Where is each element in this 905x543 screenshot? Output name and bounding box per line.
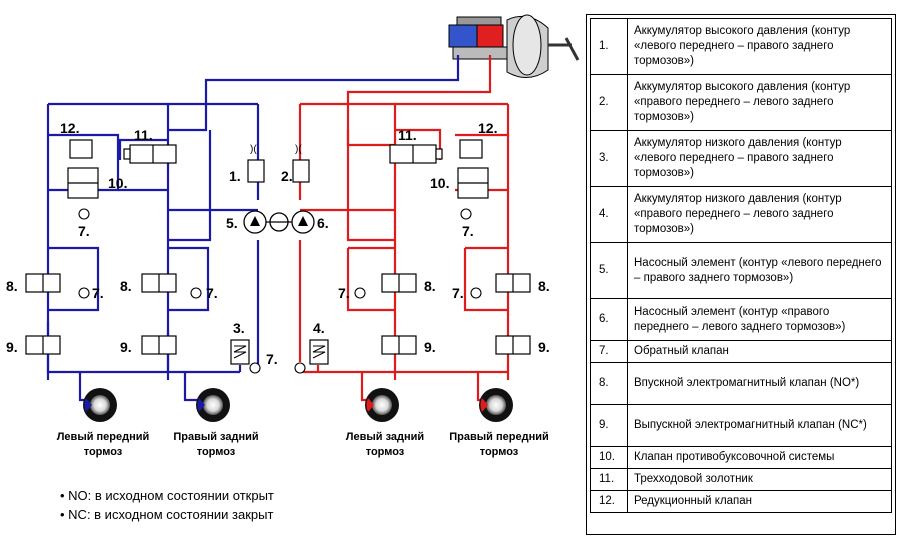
label-front-left-1: Левый передний xyxy=(57,431,150,443)
legend-row: 4.Аккумулятор низкого давления (контур «… xyxy=(590,186,892,243)
callout-12-right: 12. xyxy=(478,120,497,136)
callout-8-d: 8. xyxy=(538,278,550,294)
legend-number: 12. xyxy=(590,490,628,513)
check-valves xyxy=(78,208,482,374)
red-circuit-lines xyxy=(298,55,510,402)
legend-number: 6. xyxy=(590,298,628,341)
label-rear-right-1: Правый задний xyxy=(173,431,258,443)
legend-number: 3. xyxy=(590,130,628,187)
svg-text:)(: )( xyxy=(295,144,302,155)
callout-7-e: 7. xyxy=(452,285,464,301)
legend-frame xyxy=(586,14,896,535)
legend-row: 12.Редукционный клапан xyxy=(590,490,892,513)
callout-10-left: 10. xyxy=(108,175,127,191)
pump-elements xyxy=(243,210,315,234)
legend-text: Аккумулятор высокого давления (контур «п… xyxy=(627,74,892,131)
label-rear-left-2: тормоз xyxy=(366,446,405,458)
legend-text: Трехходовой золотник xyxy=(627,468,892,491)
legend-row: 9.Выпускной электромагнитный клапан (NC*… xyxy=(590,404,892,447)
callout-5: 5. xyxy=(226,215,238,231)
callout-8-a: 8. xyxy=(6,278,18,294)
callout-7-top-left: 7. xyxy=(78,223,90,239)
legend-row: 10.Клапан противобуксовочной системы xyxy=(590,446,892,469)
label-front-right-1: Правый передний xyxy=(449,431,548,443)
legend-number: 9. xyxy=(590,404,628,447)
callout-9-a: 9. xyxy=(6,339,18,355)
legend-row: 2.Аккумулятор высокого давления (контур … xyxy=(590,74,892,131)
note-nc: • NC: в исходном состоянии закрыт xyxy=(60,507,274,522)
legend-text: Выпускной электромагнитный клапан (NC*) xyxy=(627,404,892,447)
callout-12-left: 12. xyxy=(60,120,79,136)
legend-text: Обратный клапан xyxy=(627,340,892,363)
brake-hydraulic-diagram: )( )( xyxy=(6,14,580,458)
legend-number: 7. xyxy=(590,340,628,363)
callout-7-d: 7. xyxy=(338,285,350,301)
callout-7-c: 7. xyxy=(266,351,278,367)
callout-8-c: 8. xyxy=(424,278,436,294)
legend-row: 7.Обратный клапан xyxy=(590,340,892,363)
legend-text: Аккумулятор высокого давления (контур «л… xyxy=(627,18,892,75)
legend-number: 8. xyxy=(590,362,628,405)
legend-text: Впускной электромагнитный клапан (NO*) xyxy=(627,362,892,405)
legend-number: 11. xyxy=(590,468,628,491)
callout-11-left: 11. xyxy=(134,127,153,143)
svg-text:)(: )( xyxy=(250,144,257,155)
wheel-rear-left xyxy=(365,388,399,422)
legend-text: Редукционный клапан xyxy=(627,490,892,513)
callout-4: 4. xyxy=(313,320,325,336)
legend-number: 4. xyxy=(590,186,628,243)
label-front-left-2: тормоз xyxy=(84,446,123,458)
callout-3: 3. xyxy=(233,320,245,336)
low-pressure-accumulators xyxy=(230,339,329,365)
callout-labels: 12. 11. 10. 7. 1. 2. 5. 6. 8. 7. 8. 7. 9… xyxy=(6,120,550,367)
legend-row: 1.Аккумулятор высокого давления (контур … xyxy=(590,18,892,75)
valve-symbols xyxy=(25,139,531,355)
label-rear-left-1: Левый задний xyxy=(346,431,424,443)
legend-text: Насосный элемент (контур «левого передне… xyxy=(627,242,892,299)
high-pressure-accumulators: )( )( xyxy=(247,144,310,183)
callout-1: 1. xyxy=(229,168,241,184)
callout-9-b: 9. xyxy=(120,339,132,355)
legend-number: 5. xyxy=(590,242,628,299)
legend-row: 5.Насосный элемент (контур «левого перед… xyxy=(590,242,892,299)
legend-number: 10. xyxy=(590,446,628,469)
callout-2: 2. xyxy=(281,168,293,184)
legend-row: 6.Насосный элемент (контур «правого пере… xyxy=(590,298,892,341)
callout-8-b: 8. xyxy=(120,278,132,294)
legend-row: 3.Аккумулятор низкого давления (контур «… xyxy=(590,130,892,187)
label-rear-right-2: тормоз xyxy=(197,446,236,458)
callout-11-right: 11. xyxy=(398,127,417,143)
legend-text: Аккумулятор низкого давления (контур «пр… xyxy=(627,186,892,243)
callout-7-top-right: 7. xyxy=(462,223,474,239)
legend-text: Аккумулятор низкого давления (контур «ле… xyxy=(627,130,892,187)
callout-9-d: 9. xyxy=(538,339,550,355)
wheel-front-right xyxy=(479,388,513,422)
legend-table: 1.Аккумулятор высокого давления (контур … xyxy=(590,18,892,513)
legend-number: 1. xyxy=(590,18,628,75)
legend-text: Клапан противобуксовочной системы xyxy=(627,446,892,469)
callout-9-c: 9. xyxy=(424,339,436,355)
blue-circuit-lines xyxy=(46,55,460,402)
legend-number: 2. xyxy=(590,74,628,131)
callout-7-a: 7. xyxy=(92,285,104,301)
legend-text: Насосный элемент (контур «правого передн… xyxy=(627,298,892,341)
wheel-labels: Левый передний тормоз Правый задний торм… xyxy=(57,431,549,458)
wheel-rear-right xyxy=(196,388,230,422)
wheel-front-left xyxy=(83,388,117,422)
label-front-right-2: тормоз xyxy=(480,446,519,458)
callout-6: 6. xyxy=(317,215,329,231)
callout-10-right: 10. xyxy=(430,175,449,191)
legend-row: 11.Трехходовой золотник xyxy=(590,468,892,491)
note-no: • NO: в исходном состоянии открыт xyxy=(60,488,274,503)
legend-row: 8.Впускной электромагнитный клапан (NO*) xyxy=(590,362,892,405)
callout-7-b: 7. xyxy=(206,285,218,301)
master-cylinder-booster xyxy=(448,14,580,78)
